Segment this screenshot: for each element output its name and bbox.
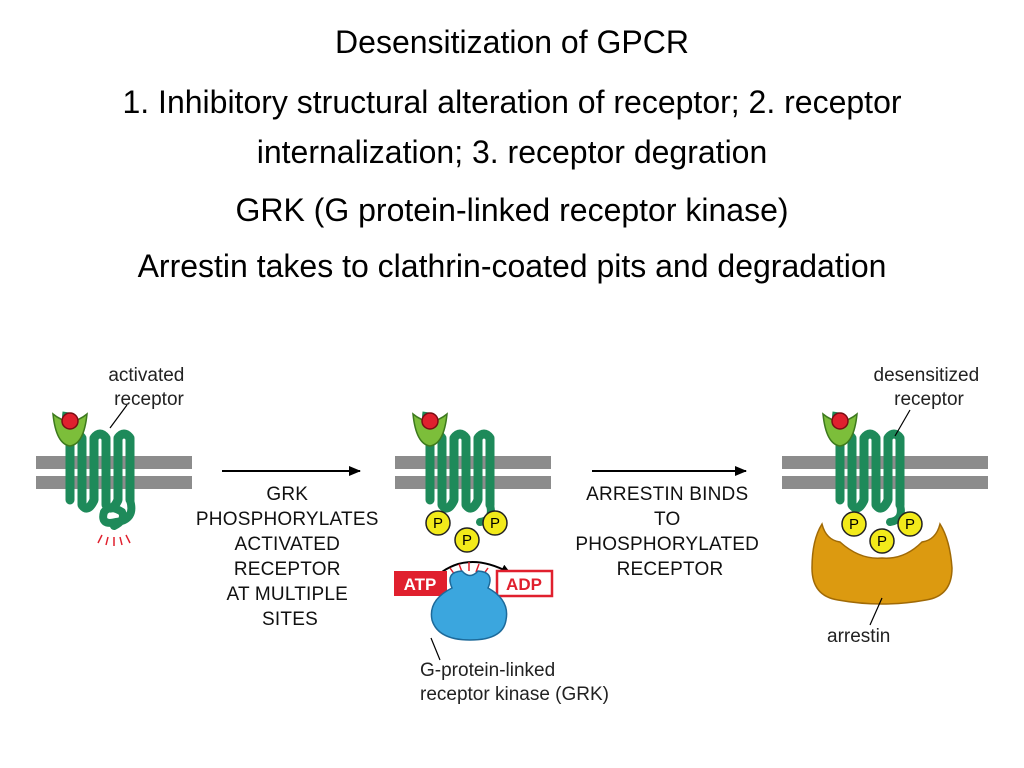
desensitized-receptor-pointer [894,409,911,437]
activated-receptor-pointer [109,404,128,429]
slide-point-2: GRK (G protein-linked receptor kinase) [235,192,789,228]
slide-point-1a: 1. Inhibitory structural alteration of r… [122,84,902,120]
svg-text:P: P [433,515,443,532]
step2-text: ARRESTIN BINDS TO PHOSPHORYLATED RECEPTO… [575,484,764,580]
atp-box: ATP [394,571,447,596]
activated-receptor [52,411,136,546]
phosphate-group: P [869,528,895,554]
grk-kinase [430,570,508,641]
desensitized-receptor [822,411,905,526]
svg-text:P: P [462,532,472,549]
svg-text:P: P [877,533,887,550]
svg-text:P: P [849,516,859,533]
receptor-being-phosphorylated [412,411,495,526]
phosphate-group: P [425,510,451,536]
gpcr-desensitization-diagram: activated receptor GRK PHOSPHORYLATES AC… [36,365,988,705]
grk-pointer [430,637,441,661]
svg-text:ADP: ADP [506,575,542,594]
ligand [831,412,849,430]
svg-text:P: P [905,516,915,533]
arrestin-label: arrestin [827,626,890,647]
activation-rays [97,534,131,546]
membrane-middle [395,456,551,489]
adp-box: ADP [495,569,554,598]
slide-point-3: Arrestin takes to clathrin-coated pits a… [137,248,887,284]
desensitized-receptor-label: desensitized receptor [874,365,985,410]
svg-text:P: P [490,515,500,532]
phosphate-group: P [897,511,923,537]
ligand [61,412,79,430]
phosphate-group: P [482,510,508,536]
slide-point-1b: internalization; 3. receptor degration [256,134,768,170]
grk-label: G-protein-linked receptor kinase (GRK) [420,660,609,705]
slide-title: Desensitization of GPCR [335,24,689,60]
arrestin-pointer [869,597,883,626]
phosphorylation-arrow [437,561,511,576]
phosphate-group: P [454,527,480,553]
phosphate-group: P [841,511,867,537]
activated-receptor-label: activated receptor [108,365,189,410]
svg-text:ATP: ATP [404,575,437,594]
ligand [421,412,439,430]
step1-text: GRK PHOSPHORYLATES ACTIVATED RECEPTOR AT… [196,484,384,630]
arrestin [811,522,953,605]
